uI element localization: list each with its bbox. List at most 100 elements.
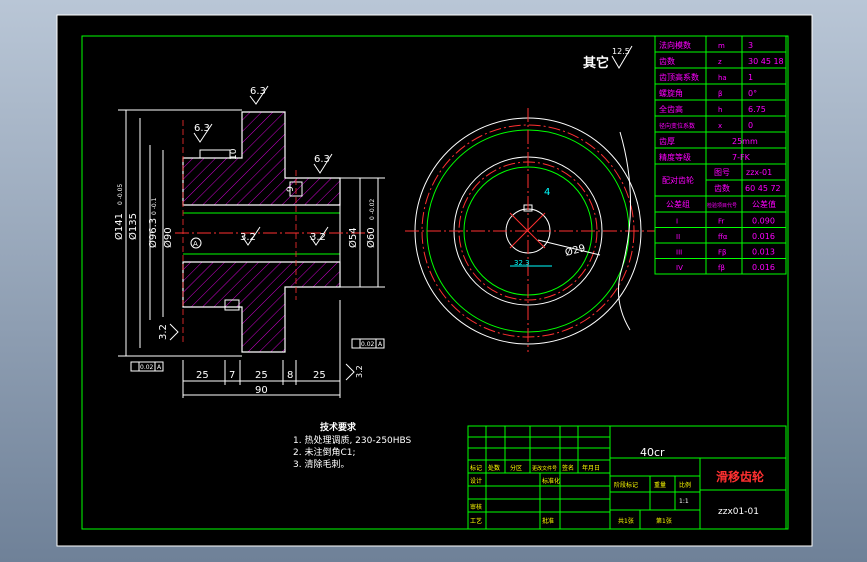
dim-135: Ø135 bbox=[127, 213, 139, 240]
dim-9: 9 bbox=[286, 186, 296, 192]
roughness-g: 3.2 bbox=[345, 363, 364, 381]
svg-text:A: A bbox=[378, 341, 383, 348]
dim-len-25b: 25 bbox=[255, 370, 268, 381]
svg-text:工艺: 工艺 bbox=[470, 517, 482, 525]
roughness-e: 3.2 bbox=[309, 226, 329, 246]
tol-frame-a: 0.02 A bbox=[130, 361, 164, 372]
notes-title: 技术要求 bbox=[320, 421, 357, 433]
svg-text:标记: 标记 bbox=[470, 464, 482, 472]
param-symbol: h bbox=[718, 106, 722, 114]
roughness-other: 其它 12.5 bbox=[583, 45, 633, 71]
svg-text:公差值: 公差值 bbox=[752, 199, 776, 209]
dim-keyway: 32.3 bbox=[514, 259, 530, 267]
param-label: 径向变位系数 bbox=[659, 122, 695, 130]
svg-text:3.2: 3.2 bbox=[310, 232, 326, 243]
svg-text:zzx-01: zzx-01 bbox=[746, 168, 772, 177]
tol-symbol: ffα bbox=[718, 233, 728, 241]
gear-param-table: 法向模数 m 3 齿数 z 30 45 18 齿顶高系数 ha 1 螺旋角 β 0° 全齿高 h 6.75 径… bbox=[654, 35, 787, 275]
svg-text:12.5: 12.5 bbox=[612, 47, 630, 56]
front-view: 32.3 4 Ø29 bbox=[405, 108, 655, 352]
dim-key-width: 4 bbox=[544, 187, 550, 198]
svg-text:公差组: 公差组 bbox=[666, 199, 690, 209]
dim-outer-diameter: Ø141 bbox=[113, 213, 125, 240]
svg-text:重量: 重量 bbox=[654, 481, 666, 489]
tol-symbol: Fr bbox=[718, 218, 725, 226]
tol-value: 0.016 bbox=[752, 263, 775, 272]
svg-text:0.02: 0.02 bbox=[140, 364, 154, 371]
svg-text:6.3: 6.3 bbox=[250, 86, 266, 97]
tol-value: 0.016 bbox=[752, 232, 775, 241]
dim-60: Ø60 bbox=[365, 227, 377, 248]
svg-text:6.3: 6.3 bbox=[194, 123, 210, 134]
svg-text:A: A bbox=[157, 364, 162, 371]
dim-len-total: 90 bbox=[255, 385, 268, 396]
param-symbol: β bbox=[718, 90, 722, 98]
roughness-d: 3.2 bbox=[240, 226, 261, 246]
param-value: 1 bbox=[748, 73, 753, 82]
svg-text:齿数: 齿数 bbox=[714, 183, 730, 193]
svg-text:阶段标记: 阶段标记 bbox=[614, 481, 638, 489]
svg-text:0.02: 0.02 bbox=[361, 341, 375, 348]
material: 40cr bbox=[640, 446, 665, 459]
note-2: 2. 未注倒角C1; bbox=[293, 446, 356, 458]
param-value: 0° bbox=[748, 89, 757, 98]
svg-text:审核: 审核 bbox=[470, 503, 482, 511]
mating-label: 配对齿轮 bbox=[662, 175, 694, 185]
svg-text:3.2: 3.2 bbox=[158, 324, 169, 340]
dim-bore: Ø29 bbox=[564, 242, 587, 259]
param-value: 0 bbox=[748, 121, 753, 130]
drawing-frame bbox=[81, 35, 789, 530]
svg-text:3.2: 3.2 bbox=[240, 232, 256, 243]
svg-text:3.2: 3.2 bbox=[355, 365, 364, 378]
section-view: Ø141 0 -0.05 Ø135 Ø96.3 0 -0.1 Ø90 Ø54 Ø… bbox=[113, 85, 385, 398]
param-value: 3 bbox=[748, 41, 753, 50]
svg-text:检验项目代号: 检验项目代号 bbox=[707, 202, 737, 209]
tol-group: II bbox=[676, 233, 680, 241]
param-label: 齿顶高系数 bbox=[659, 72, 699, 82]
title-block: 40cr 滑移齿轮 zzx01-01 1:1 标记 处数 分区 更改文件号 签名… bbox=[467, 425, 787, 530]
param-value: 6.75 bbox=[748, 105, 766, 114]
roughness-b: 6.3 bbox=[193, 123, 213, 143]
svg-text:年月日: 年月日 bbox=[582, 464, 600, 472]
param-symbol: m bbox=[718, 42, 725, 50]
dim-len-25c: 25 bbox=[313, 370, 326, 381]
roughness-c: 6.3 bbox=[313, 153, 333, 174]
note-1: 1. 热处理调质, 230-250HBS bbox=[293, 434, 412, 446]
dim-90: Ø90 bbox=[162, 227, 174, 248]
scale-value: 1:1 bbox=[679, 498, 689, 505]
tol-group: IV bbox=[676, 264, 683, 272]
svg-text:批准: 批准 bbox=[542, 517, 554, 525]
part-name: 滑移齿轮 bbox=[716, 469, 765, 484]
param-value: 30 45 18 bbox=[748, 57, 784, 66]
tol-symbol: Fβ bbox=[718, 249, 727, 257]
dim-len-8: 8 bbox=[287, 370, 293, 381]
svg-text:处数: 处数 bbox=[488, 464, 500, 472]
svg-text:图号: 图号 bbox=[714, 168, 730, 177]
roughness-a: 6.3 bbox=[249, 85, 269, 105]
param-label: 全齿高 bbox=[659, 104, 683, 114]
tol-value: 0.090 bbox=[752, 217, 775, 226]
svg-text:60 45 72: 60 45 72 bbox=[745, 184, 781, 193]
param-value: 25mm bbox=[732, 137, 758, 146]
svg-text:其它: 其它 bbox=[583, 55, 609, 71]
svg-text:0 -0.1: 0 -0.1 bbox=[151, 197, 158, 215]
param-symbol: ha bbox=[718, 74, 727, 82]
svg-text:设计: 设计 bbox=[470, 477, 482, 485]
tol-group: III bbox=[676, 249, 682, 257]
param-symbol: z bbox=[718, 58, 722, 66]
datum-a: A bbox=[193, 240, 198, 248]
param-label: 法向模数 bbox=[659, 40, 691, 50]
svg-text:0 -0.02: 0 -0.02 bbox=[369, 199, 376, 220]
dim-54: Ø54 bbox=[347, 227, 359, 248]
tol-symbol: fβ bbox=[718, 264, 725, 272]
dim-len-7: 7 bbox=[229, 370, 235, 381]
roughness-f: 3.2 bbox=[158, 323, 179, 341]
dim-10: 10 bbox=[229, 148, 239, 160]
svg-text:更改文件号: 更改文件号 bbox=[532, 465, 557, 472]
param-label: 螺旋角 bbox=[659, 88, 683, 98]
svg-text:6.3: 6.3 bbox=[314, 154, 330, 165]
svg-text:标准化: 标准化 bbox=[542, 477, 560, 485]
param-symbol: x bbox=[718, 122, 722, 130]
